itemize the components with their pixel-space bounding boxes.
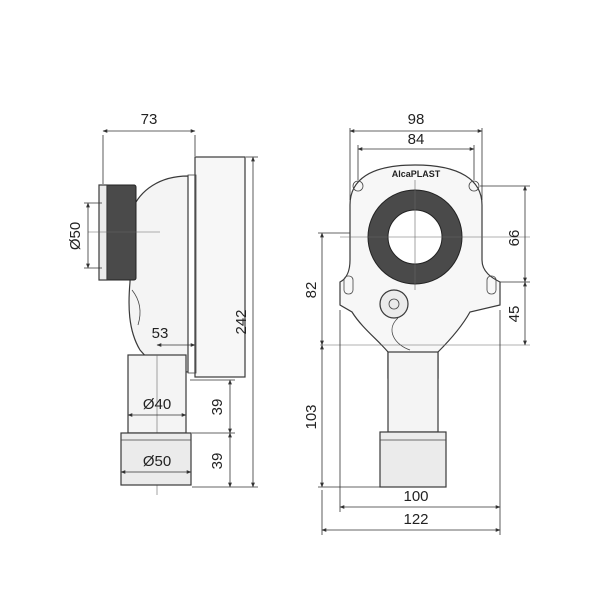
screw-top-left <box>352 180 364 192</box>
front-outlet-socket <box>379 431 447 488</box>
mount-slot-left <box>343 275 354 295</box>
screw-top-right <box>468 180 480 192</box>
side-outlet-socket <box>120 432 192 486</box>
dim-label-100: 100 <box>403 488 428 505</box>
dim-label-45: 45 <box>506 306 523 323</box>
dim-label-82: 82 <box>303 282 320 299</box>
front-view: AlcaPLAST 98 84 66 45 <box>303 111 530 535</box>
side-body <box>128 175 189 373</box>
side-body-contour <box>131 289 141 326</box>
wall-plate <box>194 156 246 378</box>
dim-label-98: 98 <box>408 111 425 128</box>
dim-label-39-upper: 39 <box>209 399 226 416</box>
dim-label-103: 103 <box>303 404 320 429</box>
front-tube <box>387 351 439 433</box>
dim-label-84: 84 <box>408 131 425 148</box>
dim-label-tube-diameter: Ø40 <box>143 396 171 413</box>
dim-label-242: 242 <box>233 309 250 334</box>
cleanout-plug <box>379 289 409 319</box>
mount-slot-right <box>486 275 497 295</box>
cleanout-plug-center <box>388 298 400 310</box>
dim-label-outlet-diameter: Ø50 <box>143 453 171 470</box>
front-inner-contour <box>391 317 411 351</box>
dim-label-53: 53 <box>152 325 169 342</box>
dim-label-73: 73 <box>141 111 158 128</box>
side-view: 73 Ø50 242 53 Ø40 Ø50 39 39 <box>67 111 258 495</box>
dim-label-66: 66 <box>506 230 523 247</box>
dim-label-inlet-diameter: Ø50 <box>67 222 84 250</box>
inlet-gasket <box>102 184 137 281</box>
dim-label-122: 122 <box>403 511 428 528</box>
brand-logo: AlcaPLAST <box>392 169 441 179</box>
dim-label-39-lower: 39 <box>209 453 226 470</box>
inlet-rim <box>98 184 108 281</box>
